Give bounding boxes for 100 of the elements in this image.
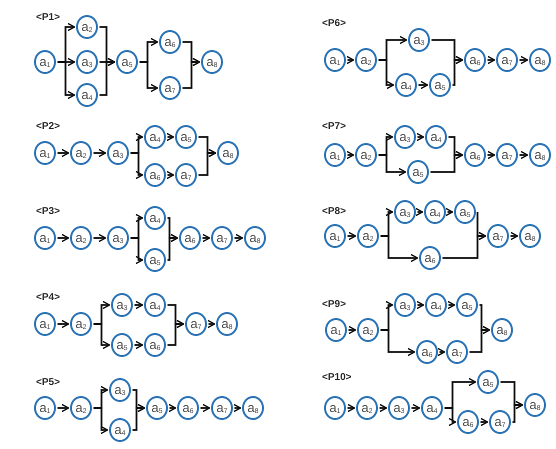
arrow: [346, 56, 354, 64]
arrow: [412, 404, 420, 412]
activity-circle: a$_{4}$: [421, 396, 443, 420]
activity-circle: a$_{1}$: [34, 141, 56, 165]
activity-circle: a$_{1}$: [34, 312, 56, 336]
activity-circle: a$_{4}$: [425, 293, 447, 317]
arrow: [58, 234, 70, 242]
arrow: [58, 61, 76, 100]
arrow: [512, 400, 524, 423]
arrow: [130, 152, 144, 180]
arrow: [234, 234, 244, 242]
activity-circle: a$_{3}$: [394, 293, 416, 317]
activity-circle: a$_{1}$: [324, 143, 346, 167]
diagram-label: <P5>: [36, 377, 60, 388]
arrow: [470, 326, 490, 353]
activity-circle: a$_{1}$: [325, 318, 347, 342]
activity-circle: a$_{6}$: [159, 30, 181, 54]
activity-circle: a$_{7}$: [211, 226, 233, 250]
arrow: [437, 348, 446, 356]
activity-circle: a$_{5}$: [454, 200, 476, 224]
activity-circle: a$_{6}$: [464, 48, 486, 72]
diagram-label: <P9>: [322, 299, 346, 310]
arrow: [487, 150, 496, 160]
activity-circle: a$_{1}$: [34, 226, 56, 250]
activity-circle: a$_{5}$: [407, 160, 429, 184]
diagram-label: <P7>: [322, 121, 346, 132]
activity-circle: a$_{8}$: [216, 312, 238, 336]
diagram-label: <P8>: [322, 206, 346, 217]
activity-circle: a$_{2}$: [355, 143, 377, 167]
activity-circle: a$_{8}$: [217, 141, 239, 165]
activity-circle: a$_{3}$: [408, 28, 430, 52]
activity-circle: a$_{8}$: [201, 50, 223, 74]
activity-circle: a$_{8}$: [529, 143, 551, 167]
activity-circle: a$_{6}$: [416, 340, 438, 364]
arrow: [140, 61, 158, 92]
activity-circle: a$_{7}$: [446, 340, 468, 364]
activity-circle: a$_{7}$: [159, 76, 181, 100]
arrow: [132, 404, 146, 431]
arrow: [415, 208, 424, 216]
activity-circle: a$_{2}$: [355, 48, 377, 72]
activity-circle: a$_{3}$: [107, 226, 129, 250]
arrow: [202, 234, 210, 242]
activity-circle: a$_{1}$: [324, 396, 346, 420]
diagram-label: <P1>: [36, 12, 60, 23]
arrow: [447, 300, 456, 310]
arrow: [94, 323, 110, 350]
activity-circle: a$_{3}$: [109, 378, 131, 402]
activity-circle: a$_{3}$: [76, 50, 98, 74]
arrow: [520, 56, 528, 64]
arrow: [58, 148, 70, 158]
activity-circle: a$_{7}$: [175, 163, 197, 187]
activity-circle: a$_{3}$: [388, 396, 410, 420]
activity-circle: a$_{5}$: [429, 73, 451, 97]
arrow: [445, 208, 454, 216]
activity-circle: a$_{4}$: [144, 206, 166, 230]
activity-circle: a$_{3}$: [394, 125, 416, 149]
activity-circle: a$_{3}$: [107, 141, 129, 165]
activity-circle: a$_{4}$: [144, 125, 166, 149]
diagram-label: <P10>: [322, 372, 352, 383]
arrow: [487, 56, 496, 64]
arrow: [168, 234, 178, 261]
activity-circle: a$_{2}$: [70, 396, 92, 420]
activity-circle: a$_{8}$: [244, 226, 266, 250]
arrow: [347, 404, 356, 412]
arrow: [182, 58, 200, 89]
activity-circle: a$_{5}$: [116, 50, 138, 74]
activity-circle: a$_{4}$: [395, 73, 417, 97]
activity-circle: a$_{8}$: [491, 318, 513, 342]
activity-circle: a$_{6}$: [419, 246, 441, 270]
activity-circle: a$_{8}$: [529, 48, 551, 72]
activity-circle: a$_{4}$: [76, 83, 98, 107]
activity-circle: a$_{1}$: [34, 50, 56, 74]
activity-circle: a$_{6}$: [464, 143, 486, 167]
arrow: [416, 132, 424, 142]
arrow: [130, 237, 144, 264]
arrow: [94, 234, 106, 242]
activity-circle: a$_{5}$: [456, 293, 478, 317]
arrow: [94, 407, 108, 434]
arrow: [380, 329, 416, 356]
arrow: [207, 320, 216, 328]
arrow: [198, 148, 216, 176]
arrow: [430, 150, 464, 173]
arrow: [233, 404, 242, 412]
activity-circle: a$_{4}$: [425, 125, 447, 149]
arrow: [480, 418, 488, 426]
arrow: [520, 150, 528, 160]
activity-circle: a$_{5}$: [477, 370, 499, 394]
arrow: [418, 80, 428, 90]
arrow: [200, 404, 210, 412]
arrow: [442, 232, 486, 259]
diagram-label: <P2>: [36, 121, 60, 132]
activity-circle: a$_{4}$: [424, 200, 446, 224]
arrow: [416, 300, 424, 310]
activity-circle: a$_{8}$: [519, 224, 541, 248]
activity-circle: a$_{5}$: [146, 396, 168, 420]
activity-circle: a$_{2}$: [70, 226, 92, 250]
arrow: [452, 56, 464, 86]
arrow: [378, 154, 406, 176]
arrow: [166, 170, 174, 180]
arrow: [134, 300, 144, 310]
